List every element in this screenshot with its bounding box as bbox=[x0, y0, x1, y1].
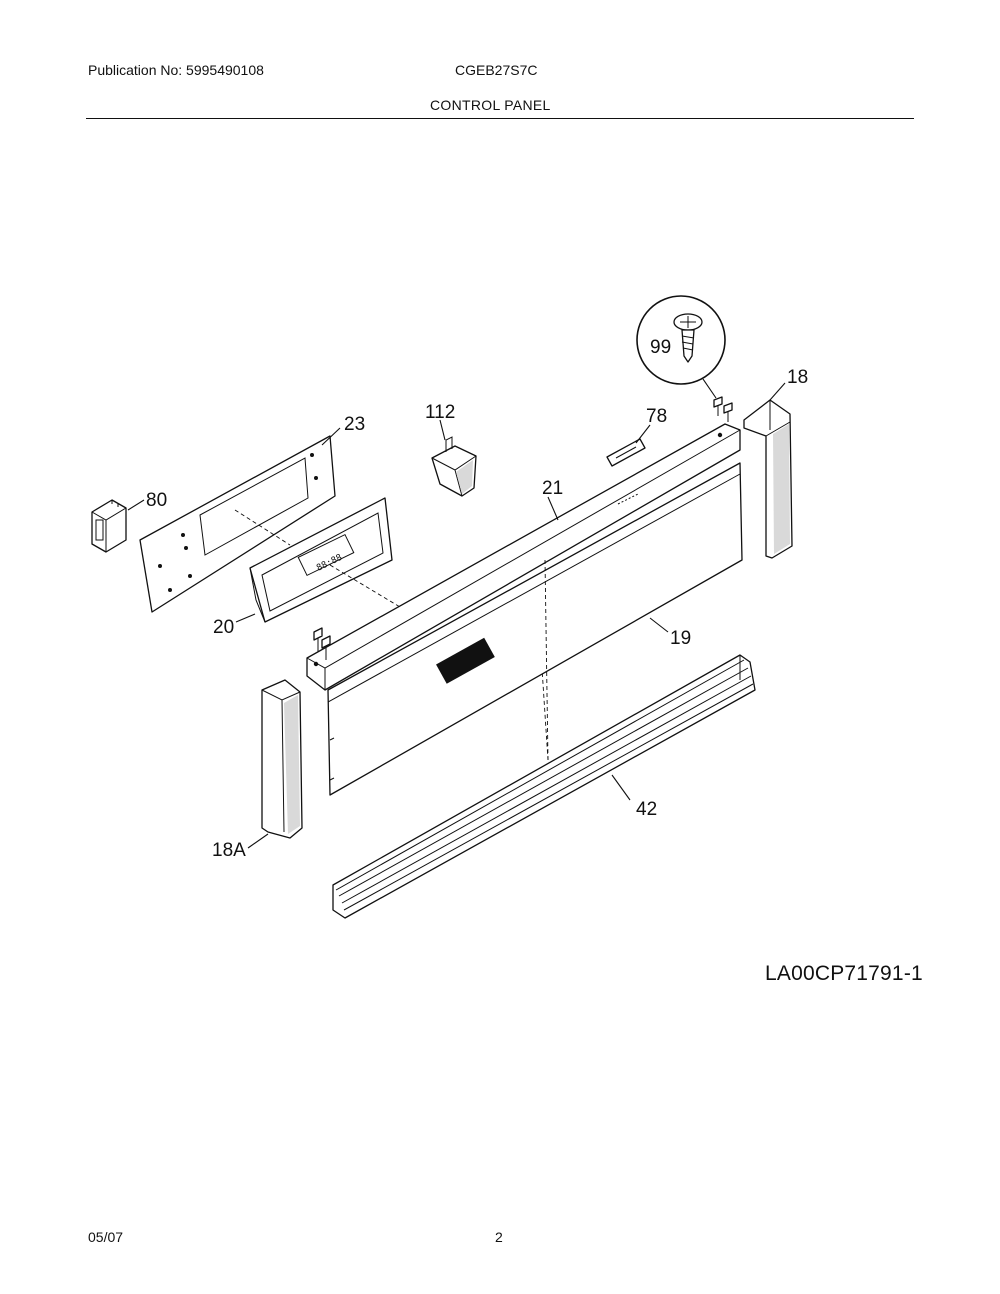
part-21-frame bbox=[306, 423, 741, 691]
model-number: CGEB27S7C bbox=[455, 62, 538, 78]
figure-id: LA00CP71791-1 bbox=[765, 962, 923, 985]
label-78: 78 bbox=[646, 406, 667, 427]
label-80: 80 bbox=[146, 490, 167, 511]
label-99: 99 bbox=[650, 337, 671, 358]
page-number: 2 bbox=[495, 1229, 503, 1245]
header-rule bbox=[86, 118, 914, 119]
section-title: CONTROL PANEL bbox=[430, 97, 551, 113]
label-42: 42 bbox=[636, 799, 657, 820]
part-42-vent-trim bbox=[332, 654, 756, 919]
part-18-right-cap bbox=[743, 399, 793, 559]
callout-labels: 99 18 23 112 78 80 21 20 19 42 18A bbox=[146, 337, 808, 861]
part-20-clock: 88:88 bbox=[249, 497, 393, 623]
label-18a: 18A bbox=[212, 840, 246, 861]
part-18a-left-cap bbox=[261, 679, 303, 839]
part-99-screw-detail bbox=[636, 295, 726, 399]
part-80-switch bbox=[91, 499, 127, 553]
label-21: 21 bbox=[542, 478, 563, 499]
screws-right bbox=[713, 396, 733, 422]
label-112: 112 bbox=[425, 402, 455, 423]
label-18: 18 bbox=[787, 367, 808, 388]
leader-lines bbox=[127, 382, 786, 849]
publication-date: 05/07 bbox=[88, 1229, 124, 1245]
label-23: 23 bbox=[344, 414, 365, 435]
part-19-overlay bbox=[327, 462, 743, 796]
part-23-board bbox=[139, 435, 336, 613]
publication-number: Publication No: 5995490108 bbox=[88, 62, 264, 78]
label-20: 20 bbox=[213, 617, 234, 638]
part-112-relay bbox=[431, 436, 477, 497]
label-19: 19 bbox=[670, 628, 691, 649]
screws-left bbox=[313, 627, 331, 660]
part-78-nameplate bbox=[606, 438, 646, 505]
